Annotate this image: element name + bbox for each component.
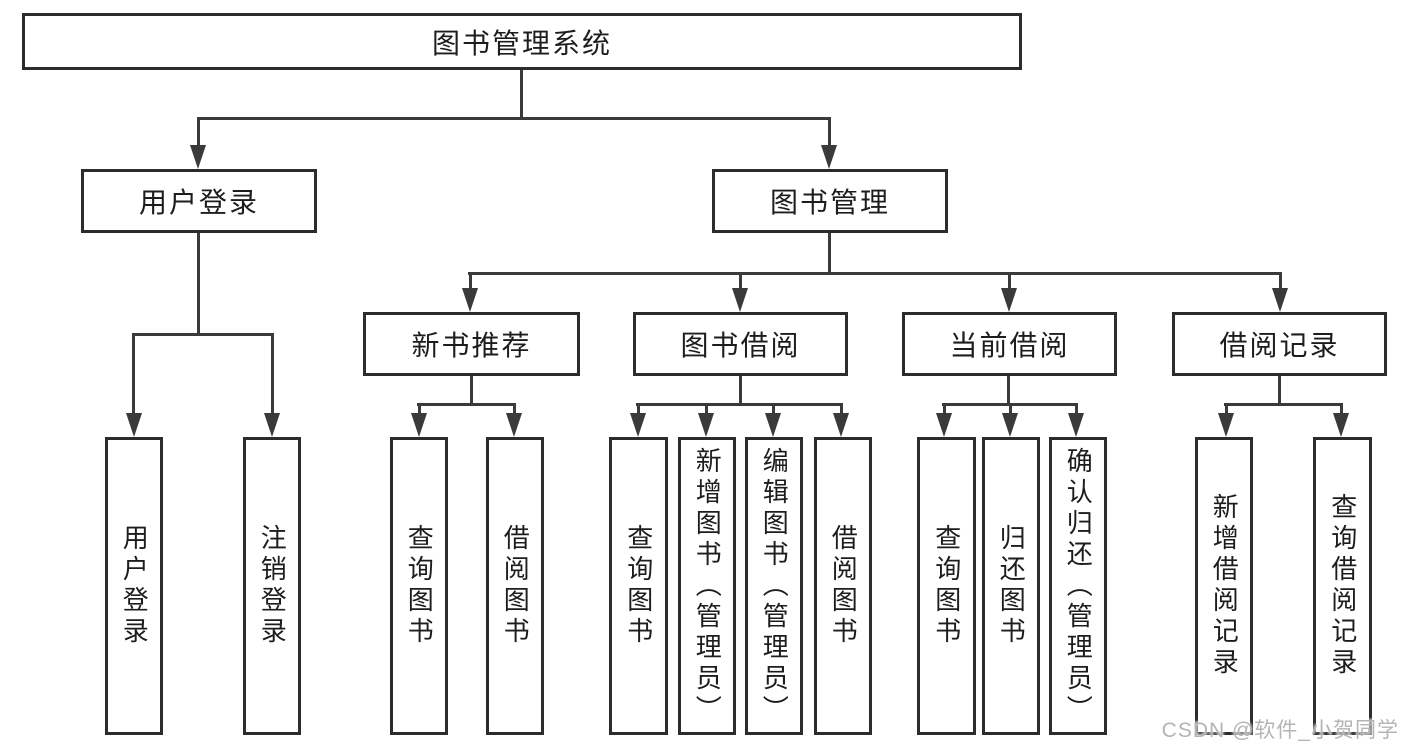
connector-line <box>739 272 742 292</box>
leaf-borrow-edit-books-admin-label: 编辑图书（管理员） <box>759 446 790 726</box>
connector-line <box>197 117 831 120</box>
watermark: CSDN @软件_小贺同学 <box>1161 719 1399 742</box>
node-current-borrow-label: 当前借阅 <box>949 330 1070 361</box>
connector-line <box>418 403 421 417</box>
arrow-down-icon <box>833 413 849 437</box>
leaf-user-login-label: 用户登录 <box>119 524 150 648</box>
arrow-down-icon <box>462 288 478 312</box>
node-current-borrow: 当前借阅 <box>902 312 1117 376</box>
leaf-records-query-record-label: 查询借阅记录 <box>1327 493 1358 679</box>
connector-line <box>739 376 742 406</box>
node-borrow-records: 借阅记录 <box>1172 312 1387 376</box>
connector-line <box>705 403 708 417</box>
connector-line <box>840 403 843 417</box>
connector-line <box>828 233 831 274</box>
leaf-borrow-borrow-books: 借阅图书 <box>814 437 872 735</box>
leaf-borrow-borrow-books-label: 借阅图书 <box>828 524 859 648</box>
connector-line <box>1007 376 1010 406</box>
connector-line <box>1075 403 1078 417</box>
node-new-book-recommend-label: 新书推荐 <box>411 330 532 361</box>
connector-line <box>637 403 640 417</box>
leaf-current-confirm-return-admin: 确认归还（管理员） <box>1049 437 1107 735</box>
connector-line <box>468 272 1281 275</box>
connector-line <box>197 233 200 335</box>
connector-line <box>513 403 516 417</box>
arrow-down-icon <box>1218 413 1234 437</box>
arrow-down-icon <box>698 413 714 437</box>
arrow-down-icon <box>821 145 837 169</box>
leaf-borrow-add-books-admin-label: 新增图书（管理员） <box>692 446 723 726</box>
arrow-down-icon <box>1272 288 1288 312</box>
arrow-down-icon <box>630 413 646 437</box>
arrow-down-icon <box>1001 288 1017 312</box>
arrow-down-icon <box>264 413 280 437</box>
arrow-down-icon <box>411 413 427 437</box>
connector-line <box>772 403 775 417</box>
leaf-borrow-query-books-label: 查询图书 <box>623 524 654 648</box>
node-new-book-recommend: 新书推荐 <box>363 312 580 376</box>
arrow-down-icon <box>936 413 952 437</box>
connector-line <box>636 403 843 406</box>
connector-line <box>1340 403 1343 417</box>
connector-line <box>943 403 946 417</box>
connector-line <box>1008 272 1011 292</box>
arrow-down-icon <box>732 288 748 312</box>
arrow-down-icon <box>1333 413 1349 437</box>
connector-line <box>417 403 516 406</box>
connector-line <box>271 333 274 417</box>
node-user-login-label: 用户登录 <box>138 187 259 218</box>
connector-line <box>470 376 473 406</box>
leaf-recommend-borrow-books-label: 借阅图书 <box>500 524 531 648</box>
leaf-current-return-books-label: 归还图书 <box>996 524 1027 648</box>
leaf-user-login: 用户登录 <box>105 437 163 735</box>
leaf-records-add-record-label: 新增借阅记录 <box>1209 493 1240 679</box>
connector-line <box>1224 403 1343 406</box>
leaf-logout: 注销登录 <box>243 437 301 735</box>
leaf-current-return-books: 归还图书 <box>982 437 1040 735</box>
leaf-borrow-edit-books-admin: 编辑图书（管理员） <box>745 437 803 735</box>
connector-line <box>469 272 472 292</box>
node-book-borrow: 图书借阅 <box>633 312 848 376</box>
leaf-current-confirm-return-admin-label: 确认归还（管理员） <box>1063 446 1094 726</box>
connector-line <box>1009 403 1012 417</box>
arrow-down-icon <box>1002 413 1018 437</box>
arrow-down-icon <box>126 413 142 437</box>
leaf-borrow-query-books: 查询图书 <box>609 437 668 735</box>
node-library-system-label: 图书管理系统 <box>431 27 612 59</box>
node-user-login: 用户登录 <box>81 169 317 233</box>
arrow-down-icon <box>1068 413 1084 437</box>
connector-line <box>1279 272 1282 292</box>
connector-line <box>197 117 200 151</box>
leaf-current-query-books-label: 查询图书 <box>931 524 962 648</box>
node-book-management-label: 图书管理 <box>769 187 890 218</box>
node-book-management: 图书管理 <box>712 169 948 233</box>
leaf-current-query-books: 查询图书 <box>917 437 976 735</box>
leaf-logout-label: 注销登录 <box>257 524 288 648</box>
connector-line <box>1225 403 1228 417</box>
leaf-records-add-record: 新增借阅记录 <box>1195 437 1253 735</box>
arrow-down-icon <box>506 413 522 437</box>
arrow-down-icon <box>190 145 206 169</box>
leaf-recommend-borrow-books: 借阅图书 <box>486 437 544 735</box>
leaf-recommend-query-books-label: 查询图书 <box>404 524 435 648</box>
connector-line <box>132 333 274 336</box>
node-book-borrow-label: 图书借阅 <box>680 330 801 361</box>
leaf-recommend-query-books: 查询图书 <box>390 437 448 735</box>
connector-line <box>520 70 523 118</box>
arrow-down-icon <box>765 413 781 437</box>
connector-line <box>132 333 135 417</box>
leaf-records-query-record: 查询借阅记录 <box>1313 437 1372 735</box>
node-borrow-records-label: 借阅记录 <box>1219 330 1340 361</box>
connector-line <box>828 117 831 151</box>
leaf-borrow-add-books-admin: 新增图书（管理员） <box>678 437 736 735</box>
connector-line <box>1278 376 1281 406</box>
node-library-system: 图书管理系统 <box>22 13 1022 70</box>
